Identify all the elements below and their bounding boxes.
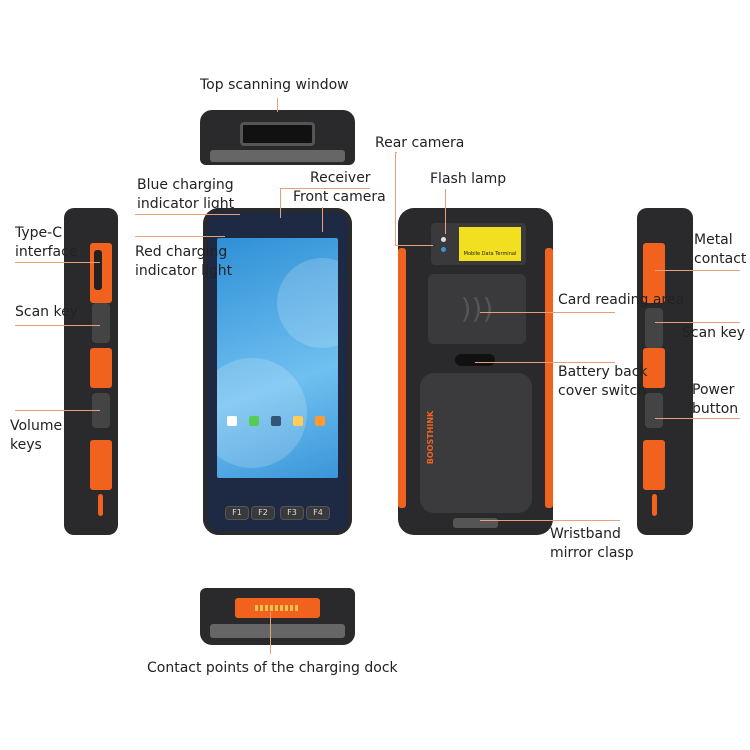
f3-key[interactable]: F3 [280, 506, 304, 520]
bottom-view-device [200, 588, 355, 645]
leader-line [270, 612, 271, 654]
label-scan-key-left: Scan key [15, 304, 78, 320]
back-sticker: Mobile Data Terminal [463, 251, 517, 257]
label-scan-key-right: Scan key [682, 325, 745, 341]
label-top-scanning-window: Top scanning window [200, 77, 349, 93]
leader-line [15, 410, 100, 411]
leader-line [280, 188, 370, 189]
f1-key[interactable]: F1 [225, 506, 249, 520]
leader-line [395, 152, 397, 153]
volume-keys [92, 393, 110, 428]
charging-contacts [255, 605, 300, 611]
top-view-device [200, 110, 355, 165]
leader-line [15, 325, 100, 326]
type-c-port [94, 250, 102, 290]
power-button [645, 393, 663, 428]
leader-line [395, 152, 396, 245]
back-device: Mobile Data Terminal ))) BOOSTHINK [398, 208, 553, 535]
scan-key-left [92, 303, 110, 343]
label-front-camera: Front camera [293, 189, 386, 205]
leader-line [445, 189, 446, 234]
right-side-device [637, 208, 693, 535]
scan-key-right [645, 308, 663, 348]
f4-key[interactable]: F4 [306, 506, 330, 520]
camera-module: Mobile Data Terminal [431, 223, 526, 265]
leader-line [280, 188, 281, 218]
leader-line [15, 262, 100, 263]
label-rear-camera: Rear camera [375, 135, 465, 151]
leader-line [322, 207, 323, 232]
metal-contact [643, 243, 665, 303]
leader-line [655, 418, 740, 419]
label-flash-lamp: Flash lamp [430, 171, 507, 187]
label-charging-dock: Contact points of the charging dock [147, 660, 398, 676]
leader-line [277, 98, 278, 112]
leader-line [475, 362, 615, 363]
top-scanning-window [240, 122, 315, 146]
screen [217, 238, 338, 478]
leader-line [480, 312, 615, 313]
label-receiver: Receiver [310, 170, 371, 186]
label-card-reading: Card reading area [558, 292, 685, 308]
leader-line [480, 520, 620, 521]
battery-cover: BOOSTHINK [420, 373, 532, 513]
f2-key[interactable]: F2 [251, 506, 275, 520]
leader-line [135, 214, 240, 215]
leader-line [135, 236, 225, 237]
brand-logo: BOOSTHINK [426, 410, 436, 465]
leader-line [655, 270, 740, 271]
flash-lamp [441, 237, 446, 242]
battery-cover-switch[interactable] [455, 354, 495, 366]
leader-line [395, 245, 433, 246]
wristband-clasp [453, 518, 498, 528]
rear-camera [441, 247, 446, 252]
leader-line [655, 322, 740, 323]
card-reading-area: ))) [428, 274, 526, 344]
front-device: F1 F2 F3 F4 [203, 208, 352, 535]
